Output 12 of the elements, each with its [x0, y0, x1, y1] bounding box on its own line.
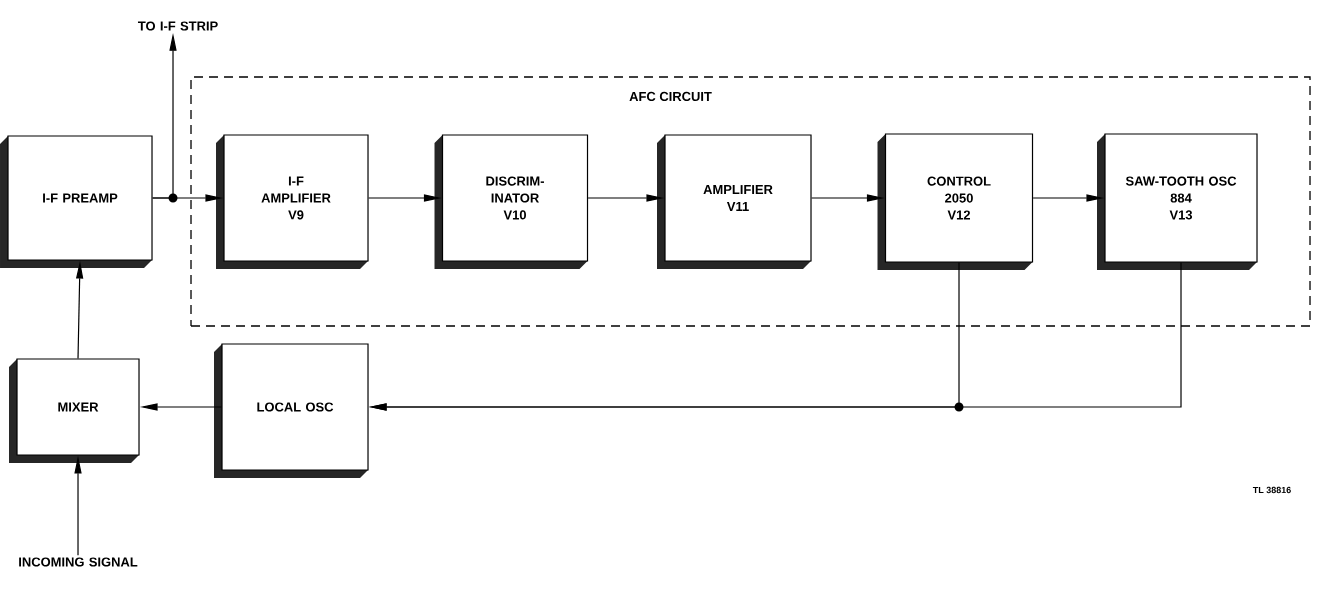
- block-box: DISCRIM- INATOR V10: [434, 134, 589, 269]
- block-box: AMPLIFIER V11: [657, 134, 812, 269]
- signal-label: INCOMING SIGNAL: [19, 557, 138, 567]
- drawing-number: TL 38816: [1252, 486, 1291, 494]
- block-box: CONTROL 2050 V12: [877, 133, 1034, 270]
- block-box: I-F PREAMP: [0, 135, 153, 268]
- block-box: SAW-TOOTH OSC 884 V13: [1097, 133, 1258, 270]
- block-box: LOCAL OSC: [214, 343, 369, 478]
- block-box: MIXER: [9, 358, 140, 463]
- group-heading: AFC CIRCUIT: [629, 91, 712, 102]
- signal-label: TO I-F STRIP: [138, 21, 218, 31]
- block-box: I-F AMPLIFIER V9: [216, 134, 369, 269]
